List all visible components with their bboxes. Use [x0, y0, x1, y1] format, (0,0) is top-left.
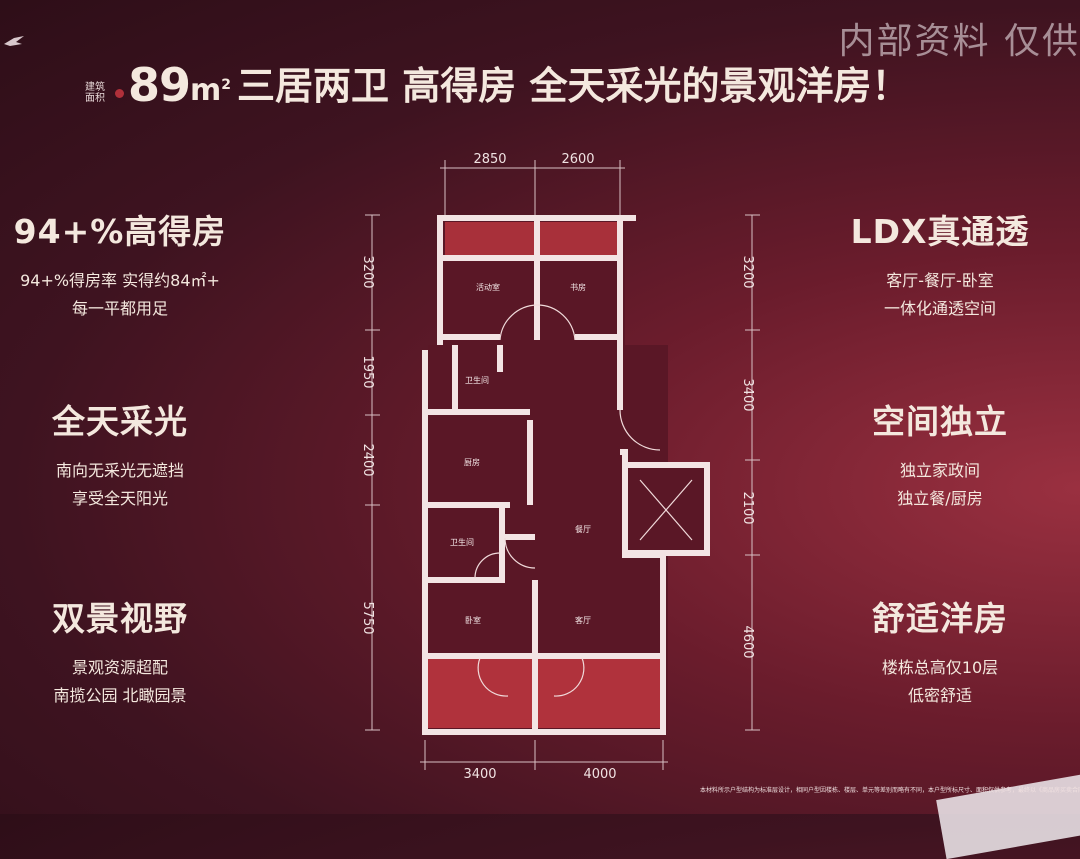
- area-unit: m2: [190, 73, 231, 108]
- feature-line: 一体化通透空间: [883, 299, 996, 318]
- dim-left-2: 1950: [360, 355, 375, 388]
- dim-right-3: 2100: [740, 491, 755, 524]
- feature-line: 楼栋总高仅10层: [881, 658, 999, 677]
- area-number: 89: [128, 58, 191, 112]
- dim-right-4: 4600: [740, 625, 755, 658]
- feature-ldx: LDX真通透 客厅-餐厅-卧室 一体化通透空间: [820, 205, 1060, 323]
- feature-line: 低密舒适: [907, 686, 972, 705]
- room-bedroom: 卧室: [465, 615, 481, 625]
- bullet-dot: [115, 89, 124, 98]
- room-activity: 活动室: [476, 282, 500, 292]
- feature-line: 南揽公园 北瞰园景: [53, 686, 187, 705]
- area-tag-line1: 建筑: [85, 82, 105, 93]
- room-living: 客厅: [575, 615, 591, 625]
- feature-title: 双景视野: [52, 599, 188, 638]
- balcony-south: [428, 658, 663, 728]
- feature-comfort: 舒适洋房 楼栋总高仅10层 低密舒适: [820, 592, 1060, 710]
- room-labels: 活动室 书房 卫生间 厨房 卫生间 餐厅 卧室 客厅: [450, 282, 591, 625]
- area-tag-line2: 面积: [85, 93, 105, 104]
- area-unit-sup: 2: [221, 77, 232, 93]
- dim-top-2: 2600: [561, 152, 594, 167]
- dim-top-1: 2850: [473, 152, 506, 167]
- room-dining: 餐厅: [575, 525, 591, 534]
- feature-independent-space: 空间独立 独立家政间 独立餐/厨房: [820, 395, 1060, 513]
- door-swings: [474, 304, 693, 697]
- feature-line: 客厅-餐厅-卧室: [886, 271, 994, 290]
- dim-left-3: 2400: [360, 443, 375, 476]
- headline: 建筑面积 89 m2 三居两卫 高得房 全天采光的景观洋房！: [85, 55, 910, 112]
- feature-title: 空间独立: [872, 402, 1008, 441]
- area-tag: 建筑面积: [85, 82, 109, 104]
- feature-line: 94+%得房率 实得约84㎡+: [20, 271, 220, 290]
- feature-line: 独立餐/厨房: [897, 489, 983, 508]
- feature-title: 全天采光: [52, 402, 188, 441]
- dimension-lines: [365, 160, 760, 770]
- dimension-labels: 2850 2600 3200 1950 2400 5750 3200 3400 …: [360, 152, 755, 782]
- feature-line: 独立家政间: [899, 461, 980, 480]
- plan-walls: [422, 215, 710, 735]
- watermark: 内部资料 仅供: [838, 21, 1080, 62]
- room-bathroom-1: 卫生间: [465, 375, 489, 385]
- dim-left-1: 3200: [360, 255, 375, 288]
- feature-title: 94+%高得房: [13, 212, 227, 251]
- room-bathroom-2: 卫生间: [450, 537, 474, 547]
- room-study: 书房: [570, 282, 586, 292]
- disclaimer: 本材料所示户型结构为标准层设计，相同户型因楼栋、楼层、单元等差别而略有不同，本户…: [700, 787, 1080, 794]
- balcony-north: [445, 222, 620, 258]
- feature-line: 每一平都用足: [71, 299, 168, 318]
- feature-high-efficiency: 94+%高得房 94+%得房率 实得约84㎡+ 每一平都用足: [0, 205, 240, 323]
- floor-plan: 2850 2600 3200 1950 2400 5750 3200 3400 …: [360, 152, 760, 782]
- dim-right-2: 3400: [740, 378, 755, 411]
- feature-line: 南向无采光无遮挡: [55, 461, 184, 480]
- feature-title: 舒适洋房: [872, 599, 1008, 638]
- feature-line: 景观资源超配: [71, 658, 168, 677]
- area-unit-m: m: [190, 73, 222, 108]
- feature-dual-view: 双景视野 景观资源超配 南揽公园 北瞰园景: [0, 592, 240, 710]
- dim-left-4: 5750: [360, 601, 375, 634]
- logo-icon: [4, 36, 24, 46]
- room-kitchen: 厨房: [464, 457, 480, 467]
- feature-title: LDX真通透: [850, 212, 1030, 251]
- dim-right-1: 3200: [740, 255, 755, 288]
- dim-bottom-1: 3400: [463, 767, 496, 782]
- headline-text: 三居两卫 高得房 全天采光的景观洋房！: [237, 64, 910, 108]
- feature-line: 享受全天阳光: [71, 489, 168, 508]
- dim-bottom-2: 4000: [583, 767, 616, 782]
- feature-all-day-light: 全天采光 南向无采光无遮挡 享受全天阳光: [0, 395, 240, 513]
